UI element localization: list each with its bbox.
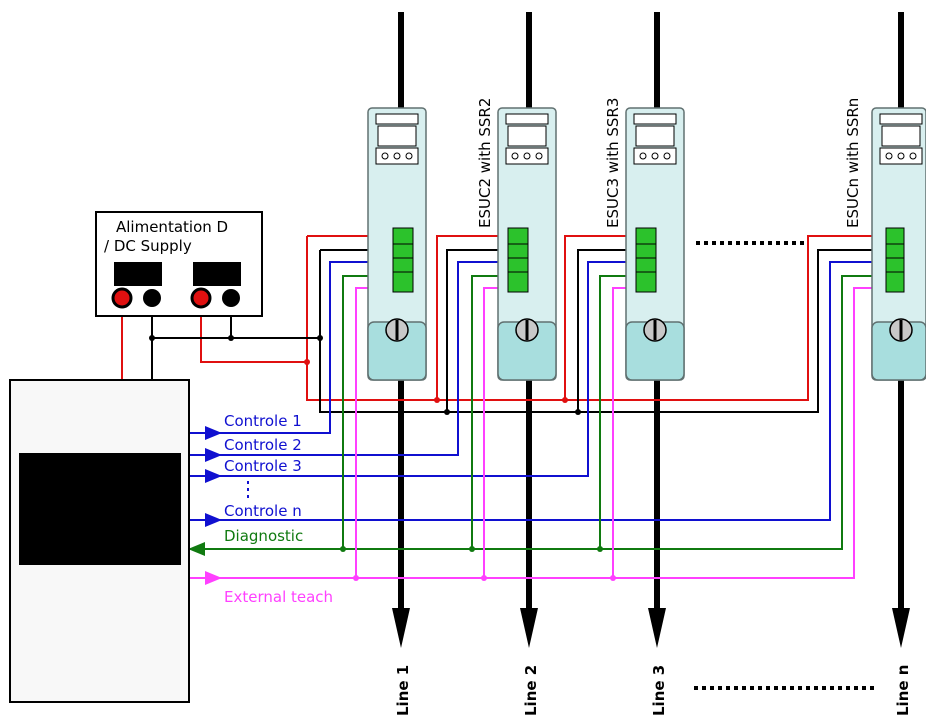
controller xyxy=(9,379,190,703)
dc-supply: Alimentation D / DC Supply xyxy=(95,211,263,317)
arrow-line-1 xyxy=(392,608,410,648)
supply-display-1 xyxy=(114,262,162,286)
label-control-3: Controle 3 xyxy=(224,457,302,475)
wire-red-bus xyxy=(306,235,888,401)
label-diagnostic: Diagnostic xyxy=(224,527,303,545)
supply-terminal-negative-1 xyxy=(143,289,161,307)
signal-arrows xyxy=(188,426,222,585)
line-label-1: Line 1 xyxy=(394,665,412,716)
label-control-2: Controle 2 xyxy=(224,436,302,454)
line-label-n: Line n xyxy=(894,665,912,716)
supply-terminal-negative-2 xyxy=(222,289,240,307)
arrow-external-teach xyxy=(205,571,222,585)
wire-red-supply-2 xyxy=(200,298,307,363)
module-3-label: ESUC3 with SSR3 xyxy=(604,98,622,228)
supply-terminal-positive-2 xyxy=(190,287,212,309)
arrow-control-n xyxy=(205,513,222,527)
module-n-label: ESUCn with SSRn xyxy=(844,98,862,228)
wire-red-m2 xyxy=(436,235,513,400)
arrow-control-3 xyxy=(205,469,222,483)
control-ellipsis xyxy=(247,481,249,498)
power-line-arrows xyxy=(392,608,910,648)
arrow-control-2 xyxy=(205,448,222,462)
arrow-line-n xyxy=(892,608,910,648)
wire-black-bus xyxy=(319,249,888,413)
label-external-teach: External teach xyxy=(224,588,333,606)
label-control-n: Controle n xyxy=(224,502,302,520)
supply-terminal-positive-1 xyxy=(111,287,133,309)
arrow-line-2 xyxy=(520,608,538,648)
line-label-3: Line 3 xyxy=(650,665,668,716)
dc-supply-title-1: Alimentation D xyxy=(116,218,228,236)
wire-black-m3 xyxy=(577,249,641,412)
wire-external-teach xyxy=(190,287,888,579)
wire-control-1 xyxy=(190,261,393,434)
controller-screen xyxy=(19,453,181,565)
module-1 xyxy=(367,107,427,381)
dc-supply-title-2: / DC Supply xyxy=(104,237,192,255)
wire-diagnostic xyxy=(190,275,888,550)
module-n xyxy=(871,107,926,381)
wire-red-m3 xyxy=(564,235,641,400)
module-2-label: ESUC2 with SSR2 xyxy=(476,98,494,228)
wire-control-2 xyxy=(190,261,513,456)
junctions xyxy=(149,335,616,581)
arrow-line-3 xyxy=(648,608,666,648)
supply-display-2 xyxy=(193,262,241,286)
label-control-1: Controle 1 xyxy=(224,412,302,430)
wire-control-3 xyxy=(190,261,641,477)
line-label-2: Line 2 xyxy=(522,665,540,716)
arrow-control-1 xyxy=(205,426,222,440)
wire-black-m2 xyxy=(446,249,513,412)
arrow-diagnostic xyxy=(188,542,205,556)
module-3 xyxy=(625,107,685,381)
wire-control-n xyxy=(190,261,888,521)
module-2 xyxy=(497,107,557,381)
